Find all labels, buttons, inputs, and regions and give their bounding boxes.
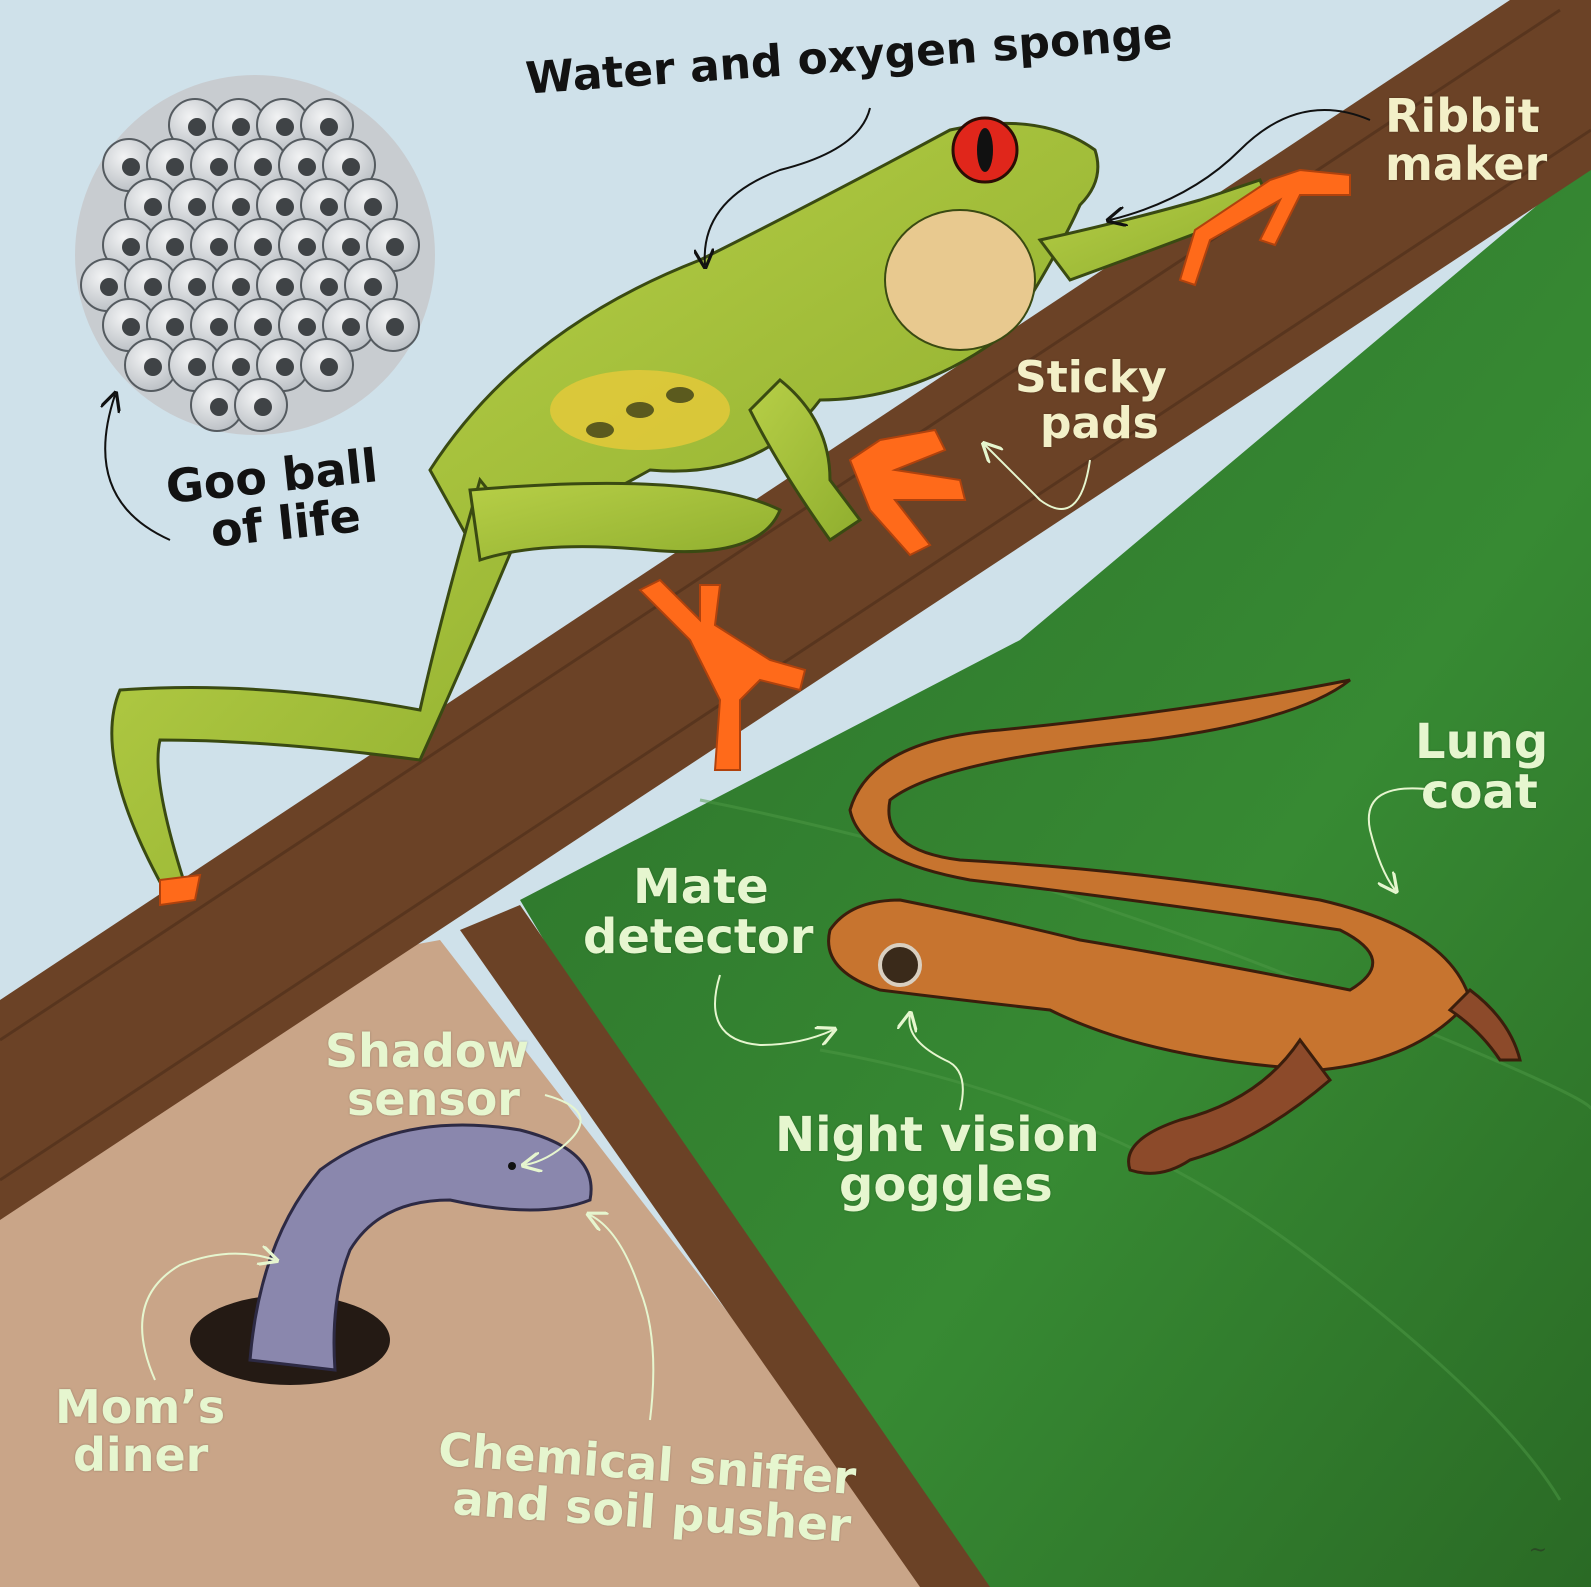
label-lung-coat: Lung coat — [1415, 717, 1548, 818]
egg-embryo — [254, 238, 272, 256]
egg-embryo — [276, 358, 294, 376]
egg-embryo — [188, 358, 206, 376]
egg-embryo — [320, 278, 338, 296]
label-line: pads — [1040, 398, 1159, 450]
label-night-vision: Night vision goggles — [775, 1110, 1100, 1211]
frog-toes — [159, 168, 1351, 907]
egg-embryo — [342, 318, 360, 336]
salamander — [827, 678, 1522, 1175]
label-line: Sticky — [1015, 352, 1167, 403]
egg-embryo — [188, 278, 206, 296]
egg-embryo — [232, 118, 250, 136]
label-line: coat — [1421, 764, 1538, 821]
egg-embryo — [276, 198, 294, 216]
label-line: maker — [1385, 137, 1548, 192]
label-sticky-pads: Sticky pads — [1015, 352, 1167, 450]
artist-signature: ~ — [1528, 1538, 1547, 1563]
egg-embryo — [320, 198, 338, 216]
egg-embryo — [386, 318, 404, 336]
label-moms-diner: Mom’s diner — [55, 1383, 225, 1480]
egg-embryo — [166, 158, 184, 176]
label-mate-detector: Mate detector — [583, 862, 813, 963]
egg-embryo — [188, 118, 206, 136]
label-line: Shadow — [325, 1024, 529, 1078]
egg-embryo — [254, 318, 272, 336]
label-goo-ball: Goo ball of life — [163, 438, 385, 559]
egg-embryo — [364, 278, 382, 296]
egg-embryo — [100, 278, 118, 296]
egg-embryo — [298, 318, 316, 336]
egg-embryo — [122, 318, 140, 336]
soil-ground — [0, 940, 940, 1587]
egg-embryo — [210, 398, 228, 416]
egg-embryo — [320, 358, 338, 376]
egg-embryo — [144, 358, 162, 376]
egg-mass — [75, 75, 435, 435]
egg-embryo — [320, 118, 338, 136]
egg-embryo — [232, 198, 250, 216]
label-line: sensor — [347, 1072, 520, 1127]
egg-embryo — [298, 238, 316, 256]
egg-embryo — [276, 278, 294, 296]
egg-embryo — [188, 198, 206, 216]
caecilian — [190, 1123, 593, 1385]
label-line: goggles — [839, 1157, 1053, 1214]
stick — [460, 905, 990, 1587]
tree-frog — [110, 116, 1351, 907]
label-line: diner — [73, 1428, 209, 1483]
egg-embryo — [210, 318, 228, 336]
egg-embryo — [232, 278, 250, 296]
egg-embryo — [122, 158, 140, 176]
egg-embryo — [166, 318, 184, 336]
label-line: Mate — [633, 859, 769, 915]
label-line: Ribbit — [1385, 89, 1540, 143]
egg-embryo — [166, 238, 184, 256]
light-arrows — [141, 445, 1436, 1421]
dark-arrows — [105, 107, 1371, 541]
egg-embryo — [364, 198, 382, 216]
egg-embryo — [210, 238, 228, 256]
branch — [0, 0, 1591, 1220]
label-ribbit-maker: Ribbit maker — [1385, 92, 1547, 189]
label-line: Mom’s — [55, 1380, 226, 1434]
egg-embryo — [144, 198, 162, 216]
egg-embryo — [232, 358, 250, 376]
egg-embryo — [276, 118, 294, 136]
egg-embryo — [122, 238, 140, 256]
egg-embryo — [342, 158, 360, 176]
egg-embryo — [210, 158, 228, 176]
label-shadow-sensor: Shadow sensor — [325, 1027, 529, 1124]
egg-embryo — [342, 238, 360, 256]
egg-embryo — [254, 398, 272, 416]
label-line: Lung — [1415, 714, 1549, 770]
egg-embryo — [144, 278, 162, 296]
egg-embryo — [254, 158, 272, 176]
egg-embryo — [386, 238, 404, 256]
label-line: Night vision — [775, 1107, 1100, 1163]
egg-embryo — [298, 158, 316, 176]
label-line: detector — [583, 909, 814, 966]
